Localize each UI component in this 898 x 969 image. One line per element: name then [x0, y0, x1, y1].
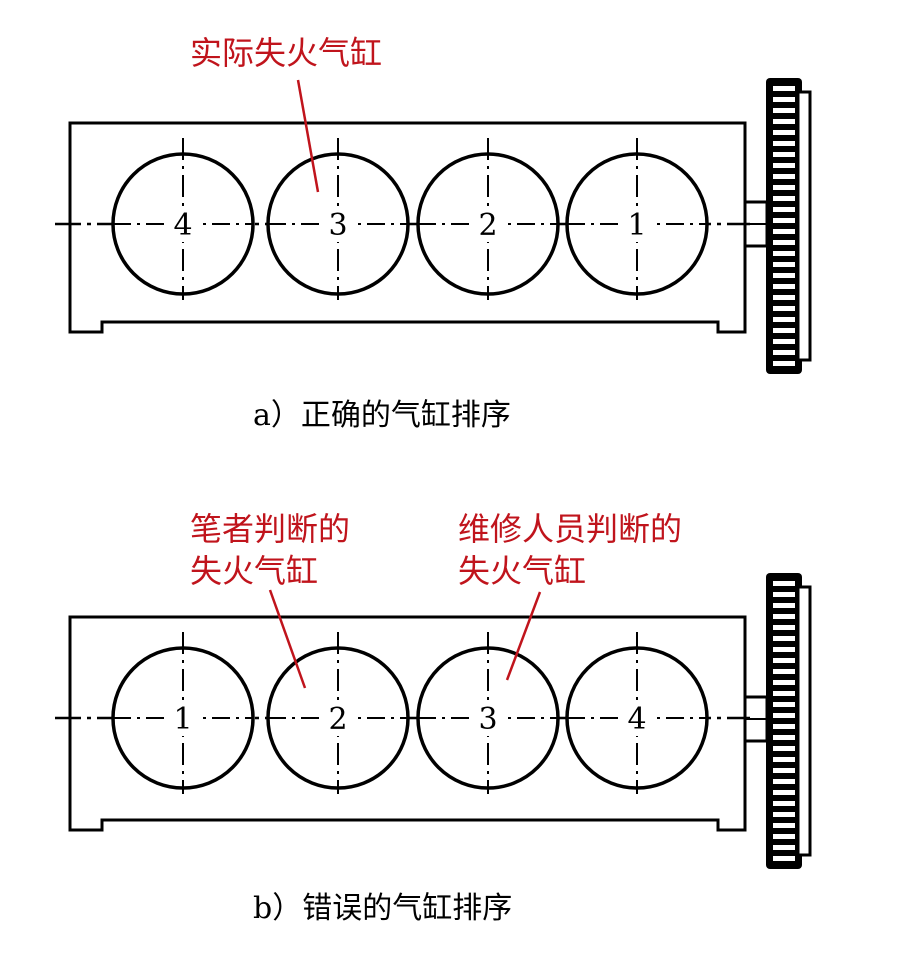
caption-a: a）正确的气缸排序 — [253, 398, 511, 433]
cylinder-b-3: 3 — [416, 632, 560, 794]
flywheel-b — [743, 573, 812, 869]
cylinder-a-4: 1 — [565, 138, 709, 300]
annotation-author-line2: 失火气缸 — [190, 552, 318, 590]
engine-block-a — [68, 121, 747, 334]
annotation-technician-line2: 失火气缸 — [458, 552, 586, 590]
annotation-actual-misfire: 实际失火气缸 — [190, 34, 382, 72]
caption-b: b）错误的气缸排序 — [253, 891, 512, 926]
annotation-leader-b-left — [268, 589, 307, 689]
cylinder-number: 4 — [173, 208, 192, 243]
cylinder-number: 2 — [478, 208, 497, 243]
cylinder-a-1: 4 — [111, 138, 255, 300]
cylinder-number: 3 — [478, 702, 497, 737]
annotation-technician-line1: 维修人员判断的 — [458, 510, 682, 548]
cylinder-b-2: 2 — [266, 632, 410, 794]
diagram-a: 4 3 2 1 实际失火气缸 a）正确的气缸排序 — [55, 34, 812, 433]
cylinder-a-2: 3 — [266, 138, 410, 300]
annotation-author-line1: 笔者判断的 — [190, 510, 350, 548]
flywheel-a — [743, 78, 812, 374]
cylinder-number: 2 — [328, 702, 347, 737]
annotation-leader-a — [296, 79, 320, 193]
diagram-b: 1 2 3 4 笔者判断的 失火气缸 维修人员判断的 失火气缸 b）错误的气缸排序 — [55, 510, 812, 926]
cylinder-number: 4 — [627, 702, 646, 737]
cylinder-a-3: 2 — [416, 138, 560, 300]
cylinder-number: 3 — [328, 208, 347, 243]
cylinder-b-4: 4 — [565, 632, 709, 794]
annotation-leader-b-right — [505, 591, 542, 681]
cylinder-number: 1 — [627, 208, 646, 243]
cylinder-b-1: 1 — [111, 632, 255, 794]
engine-block-b — [68, 615, 747, 832]
cylinder-number: 1 — [173, 702, 192, 737]
